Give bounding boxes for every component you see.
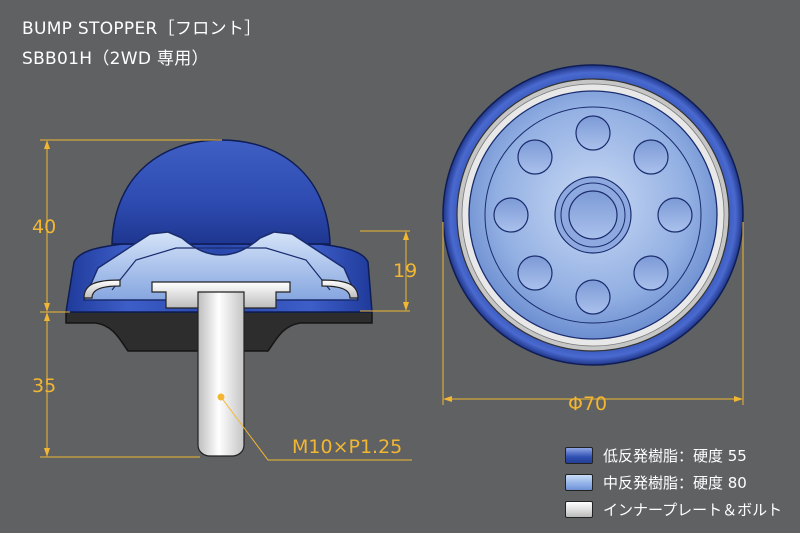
top-view bbox=[442, 64, 744, 366]
dim-stud-height: 35 bbox=[32, 375, 56, 397]
legend-label: インナープレート＆ボルト bbox=[603, 501, 783, 519]
dim-part-height: 19 bbox=[393, 260, 417, 282]
legend-label: 低反発樹脂：硬度 55 bbox=[603, 447, 747, 465]
bolt-stud bbox=[197, 291, 245, 457]
legend: 低反発樹脂：硬度 55 中反発樹脂：硬度 80 インナープレート＆ボルト bbox=[565, 442, 782, 523]
mid-resin-swatch bbox=[565, 474, 593, 491]
legend-item-mid-resin: 中反発樹脂：硬度 80 bbox=[565, 469, 782, 496]
right-hook bbox=[321, 279, 359, 299]
low-resin-dome bbox=[111, 139, 331, 245]
diameter-dimension bbox=[442, 222, 744, 405]
side-view bbox=[65, 139, 373, 457]
legend-label: 中反発樹脂：硬度 80 bbox=[603, 474, 747, 492]
title-line-1: BUMP STOPPER［フロント］ bbox=[22, 19, 262, 39]
dimension-arrows bbox=[44, 140, 409, 457]
dim-total-height: 40 bbox=[32, 216, 56, 238]
mounting-holes bbox=[493, 115, 693, 315]
low-resin-swatch bbox=[565, 447, 593, 464]
side-dimensions bbox=[40, 139, 412, 461]
plate-swatch bbox=[565, 501, 593, 518]
title-line-2: SBB01H（2WD 専用） bbox=[22, 49, 209, 69]
legend-item-plate: インナープレート＆ボルト bbox=[565, 496, 782, 523]
dim-thread: M10×P1.25 bbox=[292, 436, 402, 458]
dim-diameter: Φ70 bbox=[568, 393, 607, 415]
left-hook bbox=[83, 279, 121, 299]
legend-item-low-resin: 低反発樹脂：硬度 55 bbox=[565, 442, 782, 469]
